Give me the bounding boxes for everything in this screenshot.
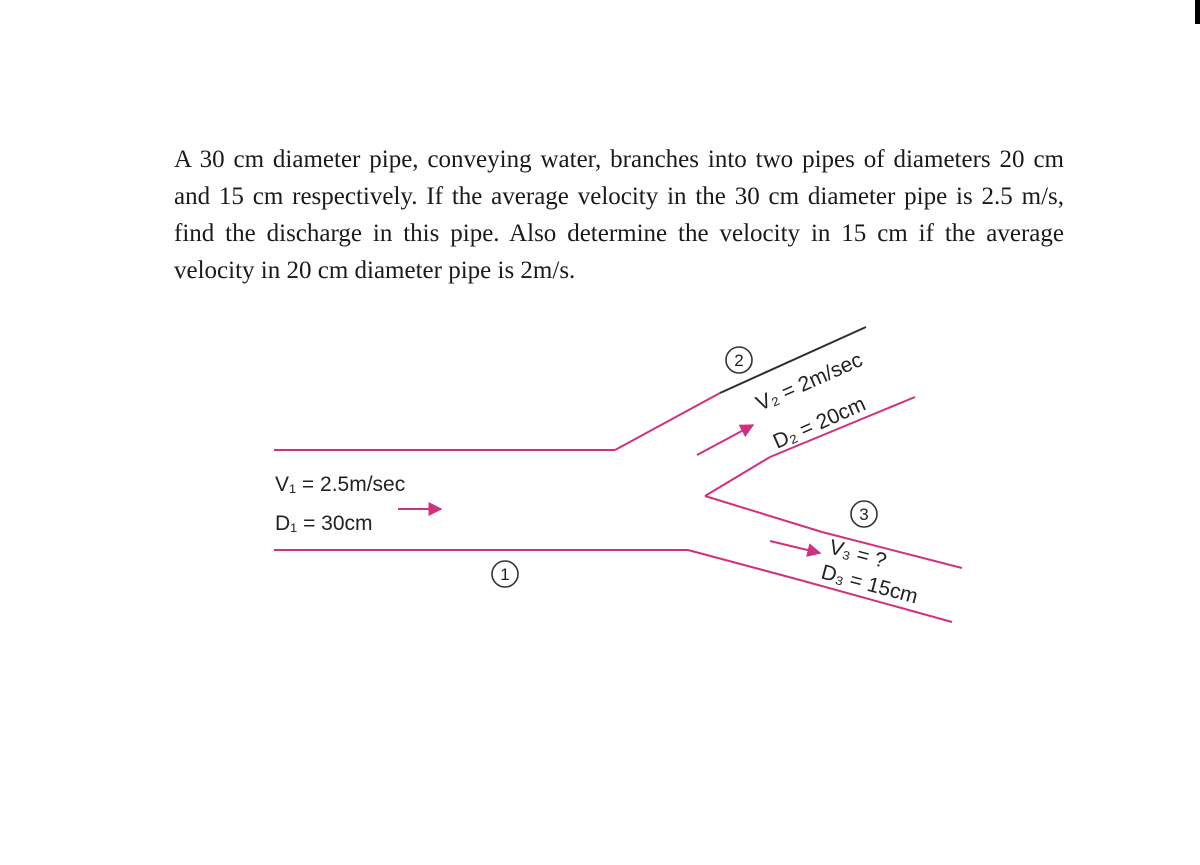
- pipe-1-velocity-label: V₁ = 2.5m/sec: [275, 473, 405, 496]
- section-marker-3-label: 3: [859, 505, 868, 524]
- section-marker-2-label: 2: [734, 351, 743, 370]
- section-marker-1-label: 1: [500, 565, 509, 584]
- pipe-1-diameter-label: D₁ = 30cm: [275, 512, 373, 535]
- section-marker-3: 3: [850, 500, 878, 528]
- problem-statement: A 30 cm diameter pipe, conveying water, …: [174, 146, 1064, 284]
- section-marker-1: 1: [491, 560, 519, 588]
- edge-marker: [1195, 0, 1200, 24]
- branch-2-inner-wall-extension: [769, 396, 916, 458]
- branch-2-outer-wall: [614, 392, 721, 451]
- branch-2-outer-wall-extension: [719, 326, 867, 394]
- branch-3-inner-wall: [704, 495, 963, 569]
- section-marker-2: 2: [725, 346, 753, 374]
- flow-arrow-3: [769, 540, 822, 557]
- branch-2-inner-wall: [704, 456, 771, 497]
- branch-3-outer-wall: [687, 549, 953, 623]
- flow-arrow-2: [696, 424, 755, 456]
